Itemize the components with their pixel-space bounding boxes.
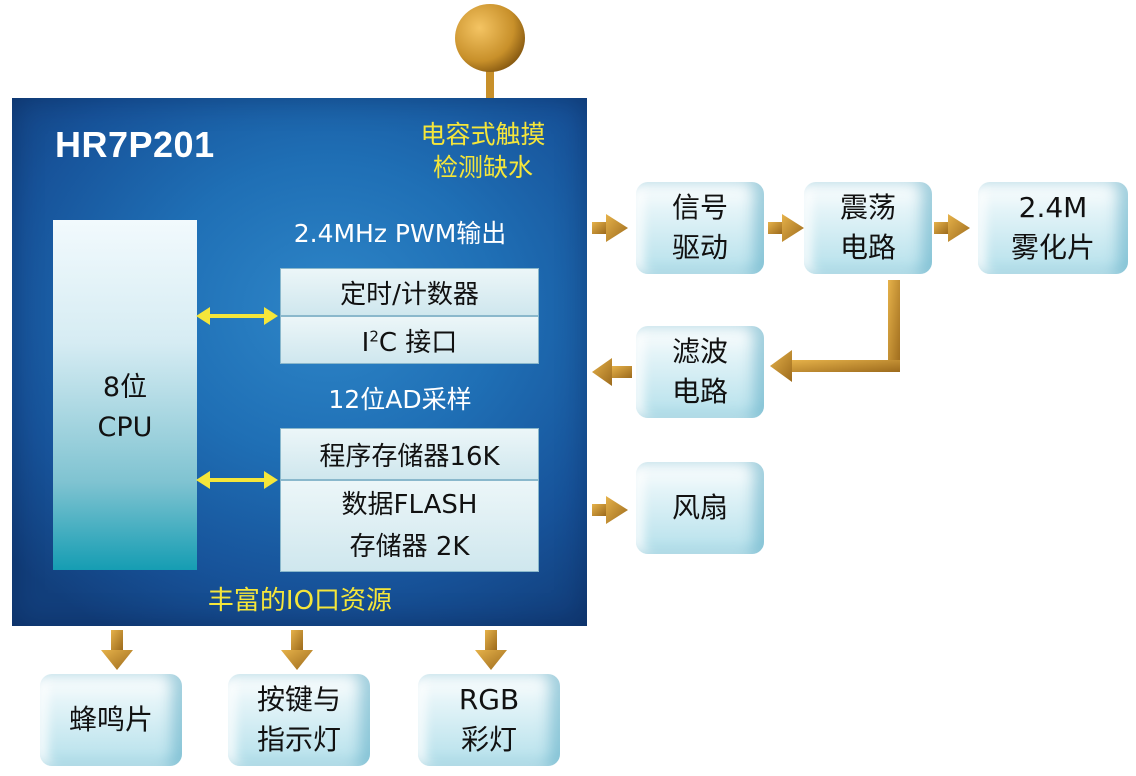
buzzer-block: 蜂鸣片	[40, 674, 182, 766]
cpu-block	[53, 220, 197, 570]
keys-line2: 指示灯	[256, 723, 341, 756]
touch-antenna-icon	[455, 4, 525, 100]
arrow-to-keys	[281, 630, 313, 670]
filter-block: 滤波 电路	[636, 326, 764, 418]
signal-drive-block: 信号 驱动	[636, 182, 764, 274]
rgb-line2: 彩灯	[460, 723, 517, 756]
data-flash-line2: 存储器 2K	[349, 532, 470, 562]
buzzer-label: 蜂鸣片	[68, 703, 153, 736]
pwm-output-label: 2.4MHz PWM输出	[293, 219, 507, 248]
fan-block: 风扇	[636, 462, 764, 554]
cpu-memory-double-arrow-icon	[196, 471, 278, 489]
cpu-peripheral-double-arrow-icon	[196, 307, 278, 325]
keys-indicator-block: 按键与 指示灯	[228, 674, 370, 766]
filter-line2: 电路	[671, 375, 728, 408]
fan-label: 风扇	[671, 491, 728, 524]
arrow-to-buzzer	[101, 630, 133, 670]
signal-drive-line2: 驱动	[671, 231, 728, 264]
oscillator-line1: 震荡	[839, 191, 896, 224]
filter-line1: 滤波	[671, 335, 728, 368]
atomizer-line1: 2.4M	[1018, 191, 1088, 224]
cpu-label-line2: CPU	[97, 412, 153, 443]
rgb-light-block: RGB 彩灯	[418, 674, 560, 766]
data-flash-line1: 数据FLASH	[341, 490, 478, 520]
atomizer-block: 2.4M 雾化片	[978, 182, 1128, 274]
rgb-line1: RGB	[458, 683, 520, 716]
timer-counter-label: 定时/计数器	[340, 279, 479, 310]
cpu-label: 8位 CPU	[53, 368, 197, 448]
i2c-label: I2C 接口	[361, 326, 458, 358]
program-memory-block: 程序存储器16K	[280, 428, 539, 480]
arrow-oscillator-to-filter	[770, 280, 900, 382]
adc-label: 12位AD采样	[328, 385, 472, 414]
cpu-label-line1: 8位	[102, 372, 148, 403]
io-resources-label: 丰富的IO口资源	[207, 586, 393, 616]
keys-line1: 按键与	[256, 683, 341, 716]
touch-detect-line2: 检测缺水	[432, 153, 533, 182]
arrow-to-signal-drive	[592, 214, 628, 242]
signal-drive-line1: 信号	[671, 191, 728, 224]
oscillator-block: 震荡 电路	[804, 182, 932, 274]
atomizer-line2: 雾化片	[1010, 231, 1095, 264]
oscillator-line2: 电路	[839, 231, 896, 264]
arrow-to-oscillator	[768, 214, 804, 242]
timer-counter-block: 定时/计数器	[280, 268, 539, 316]
arrow-filter-to-chip	[592, 358, 632, 386]
chip-name: HR7P201	[55, 124, 215, 165]
arrow-to-atomizer	[934, 214, 970, 242]
program-memory-label: 程序存储器16K	[319, 441, 500, 472]
touch-detect-line1: 电容式触摸	[420, 120, 546, 149]
i2c-block: I2C 接口	[280, 316, 539, 364]
data-flash-block: 数据FLASH 存储器 2K	[280, 480, 539, 572]
touch-detect-label: 电容式触摸 检测缺水	[398, 118, 568, 184]
arrow-to-fan	[592, 496, 628, 524]
arrow-to-rgb	[475, 630, 507, 670]
